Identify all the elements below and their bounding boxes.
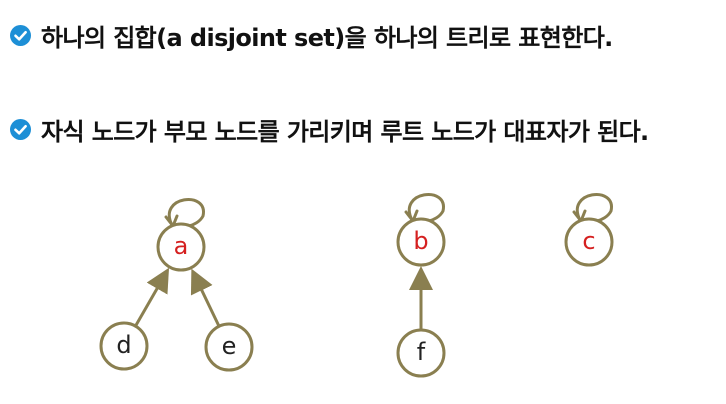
node-circle-f <box>396 328 446 378</box>
node-b: b <box>396 217 446 267</box>
node-circle-a <box>156 222 206 272</box>
bullet-text: 자식 노드가 부모 노드를 가리키며 루트 노드가 대표자가 된다. <box>41 118 649 146</box>
node-e: e <box>204 322 254 372</box>
bullet-item-1: 하나의 집합(a disjoint set)을 하나의 트리로 표현한다. <box>10 18 613 53</box>
edge-e-to-a <box>190 268 220 327</box>
node-label-d: d <box>116 331 131 359</box>
node-f: f <box>396 328 446 378</box>
node-d: d <box>99 321 149 371</box>
check-circle-icon <box>10 25 31 46</box>
node-circle-e <box>204 322 254 372</box>
node-label-e: e <box>222 332 237 360</box>
node-label-f: f <box>417 338 426 366</box>
bullet-item-2: 자식 노드가 부모 노드를 가리키며 루트 노드가 대표자가 된다. <box>10 112 649 147</box>
node-label-c: c <box>582 227 595 255</box>
edge-d-to-a <box>134 267 170 326</box>
self-loop-c <box>575 193 613 223</box>
node-label-b: b <box>413 227 428 255</box>
self-loop-b <box>407 193 445 223</box>
check-circle-icon <box>10 119 31 140</box>
node-circle-c <box>564 217 614 267</box>
node-label-a: a <box>174 232 189 260</box>
node-circle-b <box>396 217 446 267</box>
node-circle-d <box>99 321 149 371</box>
node-a: a <box>156 222 206 272</box>
bullet-text: 하나의 집합(a disjoint set)을 하나의 트리로 표현한다. <box>41 24 613 52</box>
node-c: c <box>564 217 614 267</box>
self-loop-a <box>167 198 205 228</box>
